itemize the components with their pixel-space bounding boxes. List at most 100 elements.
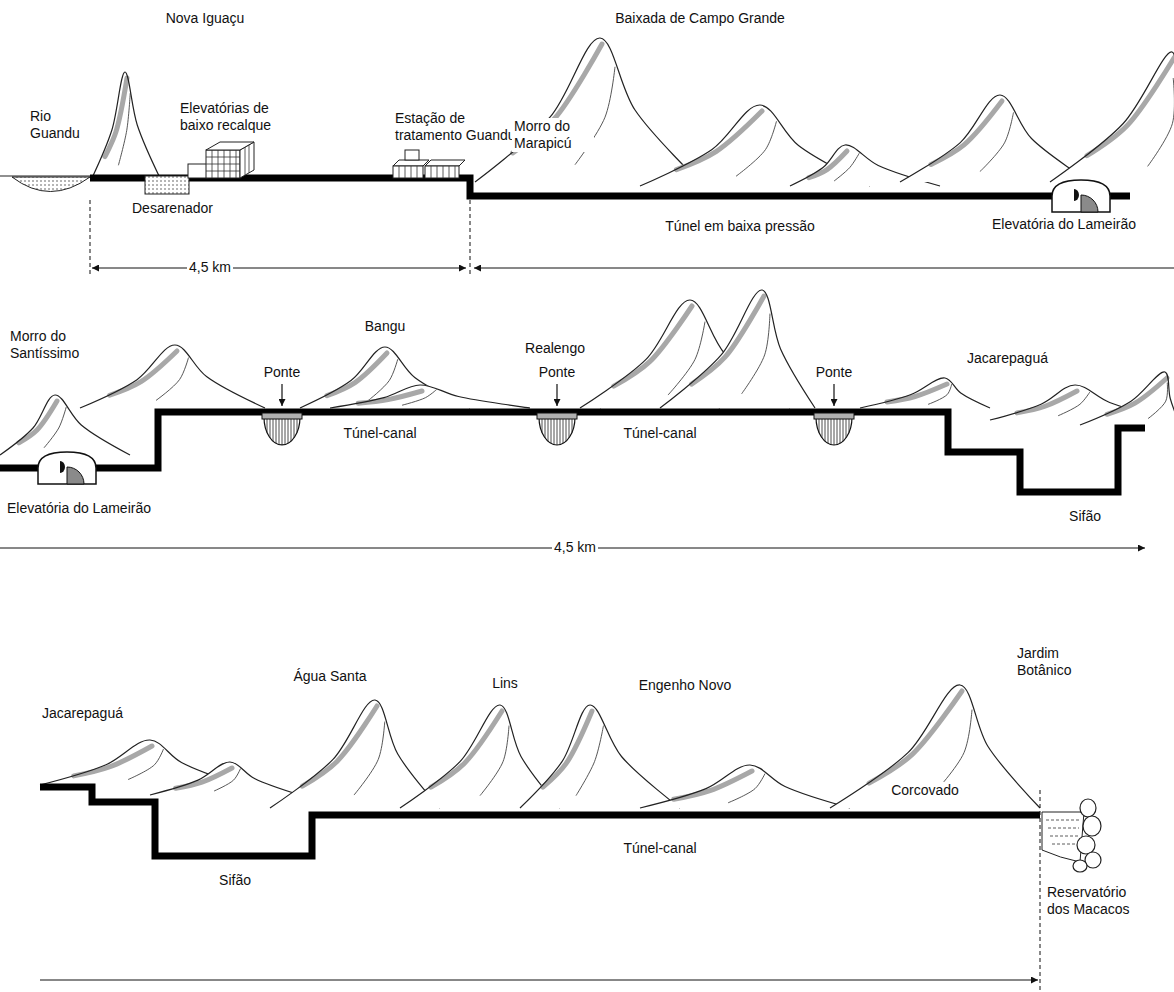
river-label: Rio Guandu bbox=[28, 108, 88, 142]
mountain bbox=[520, 705, 680, 808]
mountain-outline bbox=[330, 385, 530, 408]
mountain-outline bbox=[270, 700, 440, 808]
facility-label: Estação de tratamento Guandu bbox=[393, 110, 529, 144]
siphon-label: Sifão bbox=[217, 872, 253, 889]
mountain-ridge bbox=[156, 358, 189, 401]
mountain-ridge bbox=[742, 314, 770, 394]
mountain-ridge bbox=[480, 726, 509, 796]
extension-line bbox=[90, 200, 91, 276]
icon-quadrant bbox=[67, 467, 84, 484]
district-label: Jacarepaguá bbox=[965, 350, 1050, 367]
mountain-shade bbox=[302, 706, 377, 786]
mountain-shade bbox=[692, 296, 764, 384]
mountain-ridge bbox=[44, 407, 66, 448]
mountain-shade bbox=[869, 691, 962, 783]
mountain-shade bbox=[513, 44, 602, 153]
bridge-deck bbox=[814, 413, 854, 419]
icon-arch bbox=[38, 452, 96, 484]
bridge-label: Ponte bbox=[814, 364, 855, 381]
dimension-label: 4,5 km bbox=[187, 259, 233, 276]
mountain-outline bbox=[150, 762, 300, 795]
pointer-arrow bbox=[556, 384, 557, 406]
mountain-fill bbox=[270, 700, 440, 808]
mountain-ridge bbox=[576, 726, 604, 796]
icon-arch bbox=[1052, 180, 1110, 212]
station-grid bbox=[399, 166, 417, 178]
mountain-outline bbox=[860, 378, 990, 408]
mountain-ridge bbox=[1148, 383, 1167, 419]
bridge-label: Ponte bbox=[537, 364, 578, 381]
mountain-fill bbox=[860, 378, 990, 408]
mountain bbox=[860, 378, 990, 408]
mountain bbox=[330, 385, 530, 408]
pipeline bbox=[90, 178, 1130, 196]
mountain bbox=[150, 762, 300, 795]
hill-label: Morro do Santíssimo bbox=[8, 328, 98, 362]
water-lines bbox=[1046, 820, 1080, 844]
ground-line bbox=[0, 175, 92, 176]
bridge-deck bbox=[537, 413, 577, 419]
mountain-fill bbox=[330, 385, 530, 408]
mountain-fill bbox=[92, 72, 160, 178]
mountain-shade bbox=[931, 101, 1002, 164]
station-block bbox=[405, 150, 419, 160]
facility-label: Elevatória do Lameirão bbox=[990, 216, 1138, 233]
mountain-fill bbox=[1080, 372, 1174, 425]
extension-line bbox=[1040, 790, 1041, 990]
mountain-fill bbox=[830, 685, 1040, 808]
mountain-ridge bbox=[402, 390, 437, 406]
district-label: Água Santa bbox=[291, 668, 368, 685]
mountain-outline bbox=[520, 705, 680, 808]
dimension-line bbox=[474, 268, 1174, 269]
mountains bbox=[0, 38, 1174, 808]
mountain bbox=[660, 290, 815, 408]
mountain bbox=[1050, 52, 1174, 182]
siphon-label: Sifão bbox=[1067, 508, 1103, 525]
pump-station-icon bbox=[1052, 180, 1110, 212]
mountain-fill bbox=[80, 345, 265, 408]
dimension-label: 4,5 km bbox=[552, 539, 598, 556]
region-label: Nova Iguaçu bbox=[164, 10, 247, 27]
region-label: Baixada de Campo Grande bbox=[613, 10, 787, 27]
mountain-shade bbox=[614, 306, 692, 386]
extension-line bbox=[470, 200, 471, 276]
district-label: Jacarepaguá bbox=[40, 705, 125, 722]
mountain-outline bbox=[640, 765, 850, 808]
station-top bbox=[393, 160, 429, 166]
district-label: Bangu bbox=[363, 318, 407, 335]
mountain-outline bbox=[92, 72, 160, 178]
bridge-stripes bbox=[542, 417, 572, 445]
mountain-fill bbox=[640, 765, 850, 808]
mountain-ridge bbox=[928, 384, 952, 404]
mountain-ridge bbox=[980, 112, 1014, 171]
rock bbox=[1080, 799, 1096, 817]
treatment-station bbox=[393, 150, 465, 178]
pump-building bbox=[188, 142, 254, 178]
mountain-fill bbox=[1050, 52, 1174, 182]
mountain-shade bbox=[431, 711, 502, 787]
reservoir bbox=[1042, 799, 1101, 872]
mountain bbox=[92, 72, 160, 178]
building-top bbox=[206, 142, 254, 150]
mountain-outline bbox=[1080, 372, 1174, 425]
mountain-ridge bbox=[118, 93, 130, 165]
mountain-shade bbox=[676, 111, 762, 170]
bridge bbox=[537, 384, 577, 445]
icon-pump bbox=[60, 461, 65, 473]
mountain bbox=[270, 700, 440, 808]
river bbox=[12, 177, 90, 192]
pointer-arrow bbox=[281, 384, 282, 406]
bridge-arch bbox=[264, 417, 300, 445]
station-front bbox=[393, 166, 423, 178]
mountain-fill bbox=[520, 705, 680, 808]
icon-quadrant bbox=[1081, 195, 1098, 212]
bridge-stripes bbox=[819, 417, 849, 445]
reservoir-label: Reservatório dos Macacos bbox=[1045, 884, 1141, 918]
station-grid bbox=[431, 166, 455, 178]
station-top bbox=[425, 160, 465, 166]
district-label: Jardim Botânico bbox=[1015, 645, 1097, 679]
mountain-ridge bbox=[214, 769, 241, 791]
mountain-outline bbox=[660, 290, 815, 408]
tunnel-label: Túnel-canal bbox=[621, 840, 698, 857]
